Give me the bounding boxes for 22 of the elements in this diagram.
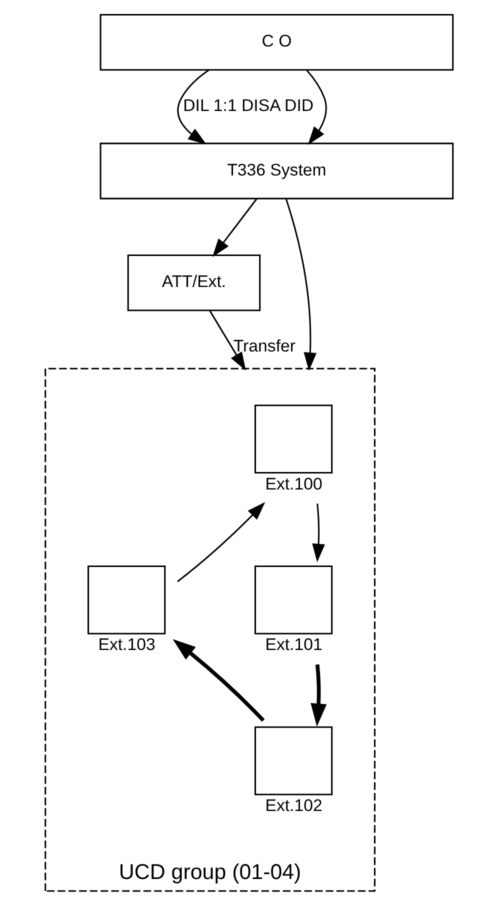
arrow <box>176 502 265 582</box>
edge-label: DIL 1:1 DISA DID <box>182 96 314 115</box>
node-box: T336 System <box>99 142 454 200</box>
arrow <box>310 664 326 727</box>
node-box: ATT/Ext. <box>126 254 260 312</box>
arrow <box>176 70 209 144</box>
node-box <box>254 726 332 796</box>
node-label: Ext.103 <box>98 635 155 654</box>
node-box <box>254 565 332 634</box>
arrow <box>212 198 257 258</box>
arrow <box>208 310 246 371</box>
node-label: Ext.101 <box>264 635 322 654</box>
arrow <box>306 70 326 145</box>
node-label: Ext.102 <box>264 796 322 816</box>
node-box <box>87 565 166 634</box>
node-box: C O <box>99 14 454 71</box>
arrow <box>172 639 264 722</box>
arrow <box>312 504 324 562</box>
node-box <box>254 404 332 474</box>
node-label: Ext.100 <box>264 474 322 494</box>
edge-label: Transfer <box>232 336 295 356</box>
arrow <box>284 198 316 371</box>
